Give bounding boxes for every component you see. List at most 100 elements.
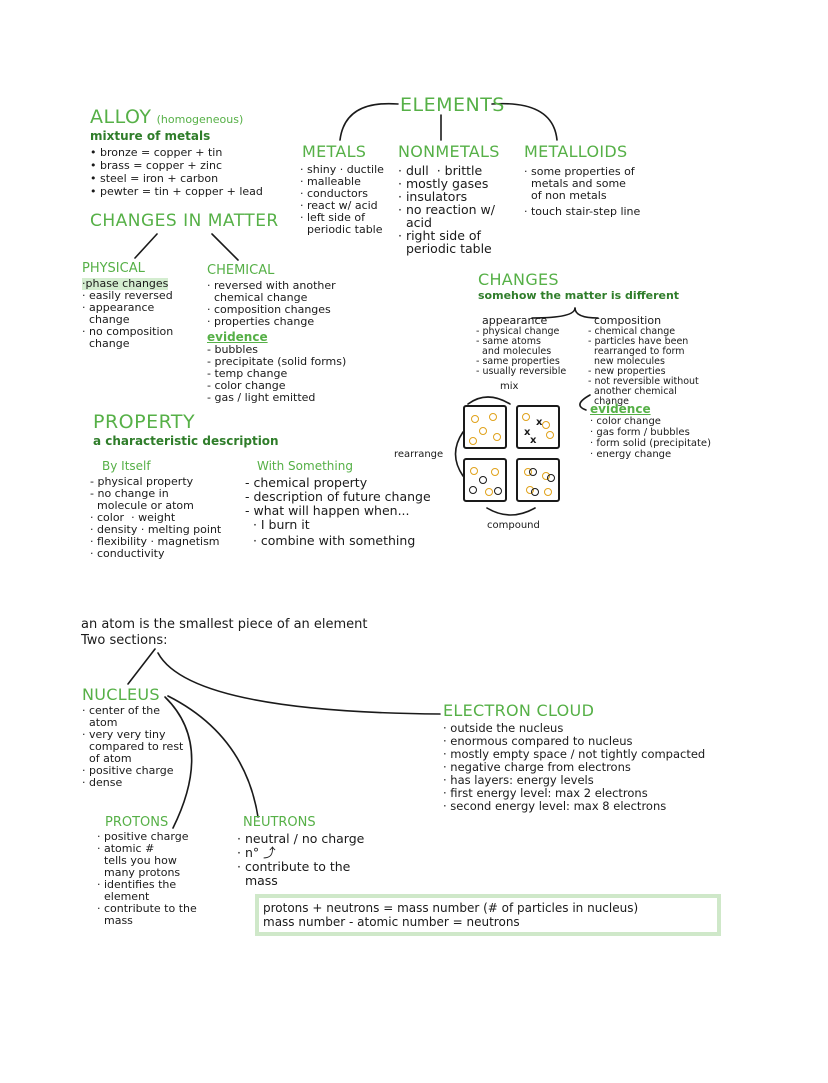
list-item: - bubbles — [207, 343, 258, 356]
x-particle: x — [524, 427, 531, 438]
elements-to-metalloids-line — [491, 102, 558, 141]
list-item: · malleable — [300, 175, 361, 188]
list-item: tells you how — [97, 854, 177, 867]
metals-section: METALS · shiny · ductile · malleable · c… — [300, 142, 384, 236]
list-item: · some properties of — [524, 165, 635, 178]
list-item: · react w/ acid — [300, 199, 378, 212]
compound-label: compound — [487, 520, 540, 531]
list-item: - what will happen when... — [245, 503, 410, 518]
list-item: · right side of — [398, 228, 481, 243]
list-item: chemical change — [207, 291, 308, 304]
rearrange-label: rearrange — [394, 449, 444, 460]
particle — [469, 437, 477, 445]
metalloids-title: METALLOIDS — [524, 142, 628, 161]
atom-definition: an atom is the smallest piece of an elem… — [81, 617, 368, 632]
x-particle: x — [536, 417, 543, 428]
list-item: · insulators — [398, 189, 468, 204]
particle-box-rearranged — [463, 458, 507, 502]
list-item: - new properties — [588, 366, 666, 377]
list-item: molecule or atom — [90, 499, 194, 512]
list-item: metals and some — [524, 177, 626, 190]
list-item: · appearance — [82, 301, 155, 314]
list-item: • bronze = copper + tin — [90, 146, 223, 159]
list-item: · conductors — [300, 187, 369, 200]
changes-evidence-list: · color change · gas form / bubbles · fo… — [590, 416, 711, 460]
list-item: · center of the — [82, 704, 161, 717]
cim-to-physical-line — [134, 233, 158, 259]
mass-number-formula-box: protons + neutrons = mass number (# of p… — [255, 894, 721, 936]
alloy-list: • bronze = copper + tin • brass = copper… — [90, 146, 263, 198]
list-item: · left side of — [300, 211, 365, 224]
particle — [493, 433, 501, 441]
list-item: · dense — [82, 776, 123, 789]
nucleus-section: NUCLEUS · center of the atom · very very… — [82, 685, 183, 789]
list-item: · positive charge — [97, 830, 189, 843]
list-item: · dull · brittle — [398, 163, 483, 178]
changes-title: CHANGES — [478, 270, 559, 289]
by-itself-list: - physical property - no change in molec… — [90, 476, 221, 560]
alloy-section: ALLOY (homogeneous) mixture of metals • … — [90, 106, 263, 198]
list-item: - same properties — [476, 356, 560, 367]
list-item: · I burn it — [245, 517, 310, 532]
nucleus-title: NUCLEUS — [82, 685, 160, 704]
list-item: · no reaction w/ — [398, 202, 495, 217]
rearrange-bracket — [454, 431, 464, 477]
list-item: · color change — [590, 416, 661, 427]
particle-box-mixture: x x x — [516, 405, 560, 449]
list-item: · enormous compared to nucleus — [443, 734, 633, 748]
nucleus-to-protons-line — [164, 696, 193, 829]
formula-neutrons: mass number - atomic number = neutrons — [263, 915, 520, 929]
list-item: - no change in — [90, 487, 169, 500]
list-item: - chemical property — [245, 475, 368, 490]
list-item: · composition changes — [207, 303, 331, 316]
list-item: of non metals — [524, 189, 607, 202]
property-section: PROPERTY a characteristic description — [93, 411, 279, 448]
chemical-title: CHEMICAL — [207, 263, 275, 278]
list-item: - chemical change — [588, 326, 676, 337]
list-item: - physical change — [476, 326, 560, 337]
composition-section: composition - chemical change - particle… — [588, 315, 699, 407]
list-item: · properties change — [207, 315, 315, 328]
chemical-evidence-list: - bubbles - precipitate (solid forms) - … — [207, 344, 346, 404]
list-item: · neutral / no charge — [237, 831, 365, 846]
chemical-evidence-title: evidence — [207, 330, 268, 344]
list-item: · second energy level: max 8 electrons — [443, 799, 667, 813]
particle — [471, 415, 479, 423]
metals-title: METALS — [302, 142, 367, 161]
neutrons-list: · neutral / no charge · n° ⤴ · contribut… — [237, 832, 364, 888]
list-item: change — [588, 396, 630, 407]
list-item: - description of future change — [245, 489, 431, 504]
particle — [542, 421, 550, 429]
list-item: - not reversible without — [588, 376, 699, 387]
list-item: - color change — [207, 379, 286, 392]
alloy-qualifier: (homogeneous) — [156, 113, 244, 126]
nucleus-to-neutrons-line — [167, 695, 259, 818]
list-item: - same atoms — [476, 336, 541, 347]
metals-list: · shiny · ductile · malleable · conducto… — [300, 164, 384, 236]
list-item: - precipitate (solid forms) — [207, 355, 347, 368]
particle-box-elements — [463, 405, 507, 449]
elements-to-metals-line — [339, 102, 399, 141]
by-itself-title: By Itself — [102, 459, 151, 473]
list-item: - physical property — [90, 475, 194, 488]
changes-evidence-title: evidence — [590, 402, 651, 416]
physical-title: PHYSICAL — [82, 261, 145, 276]
list-item: · contribute to the — [237, 859, 351, 874]
list-item: · color · weight — [90, 511, 176, 524]
protons-list: · positive charge · atomic # tells you h… — [97, 831, 197, 927]
list-item: · combine with something — [245, 533, 416, 548]
list-item: many protons — [97, 866, 181, 879]
list-item: • brass = copper + zinc — [90, 159, 222, 172]
changes-section: CHANGES somehow the matter is different — [478, 270, 679, 302]
electron-cloud-list: · outside the nucleus · enormous compare… — [443, 722, 705, 813]
mix-bracket — [467, 396, 511, 405]
particle — [479, 427, 487, 435]
electron-cloud-section: ELECTRON CLOUD · outside the nucleus · e… — [443, 701, 705, 813]
list-item: · atomic # — [97, 842, 155, 855]
particle — [491, 468, 499, 476]
atom-to-nucleus-line — [127, 648, 156, 685]
neutrons-section: NEUTRONS · neutral / no charge · n° ⤴ · … — [237, 815, 364, 888]
list-item: · touch stair-step line — [524, 205, 641, 218]
list-item: · conductivity — [90, 547, 165, 560]
protons-title: PROTONS — [105, 815, 169, 830]
